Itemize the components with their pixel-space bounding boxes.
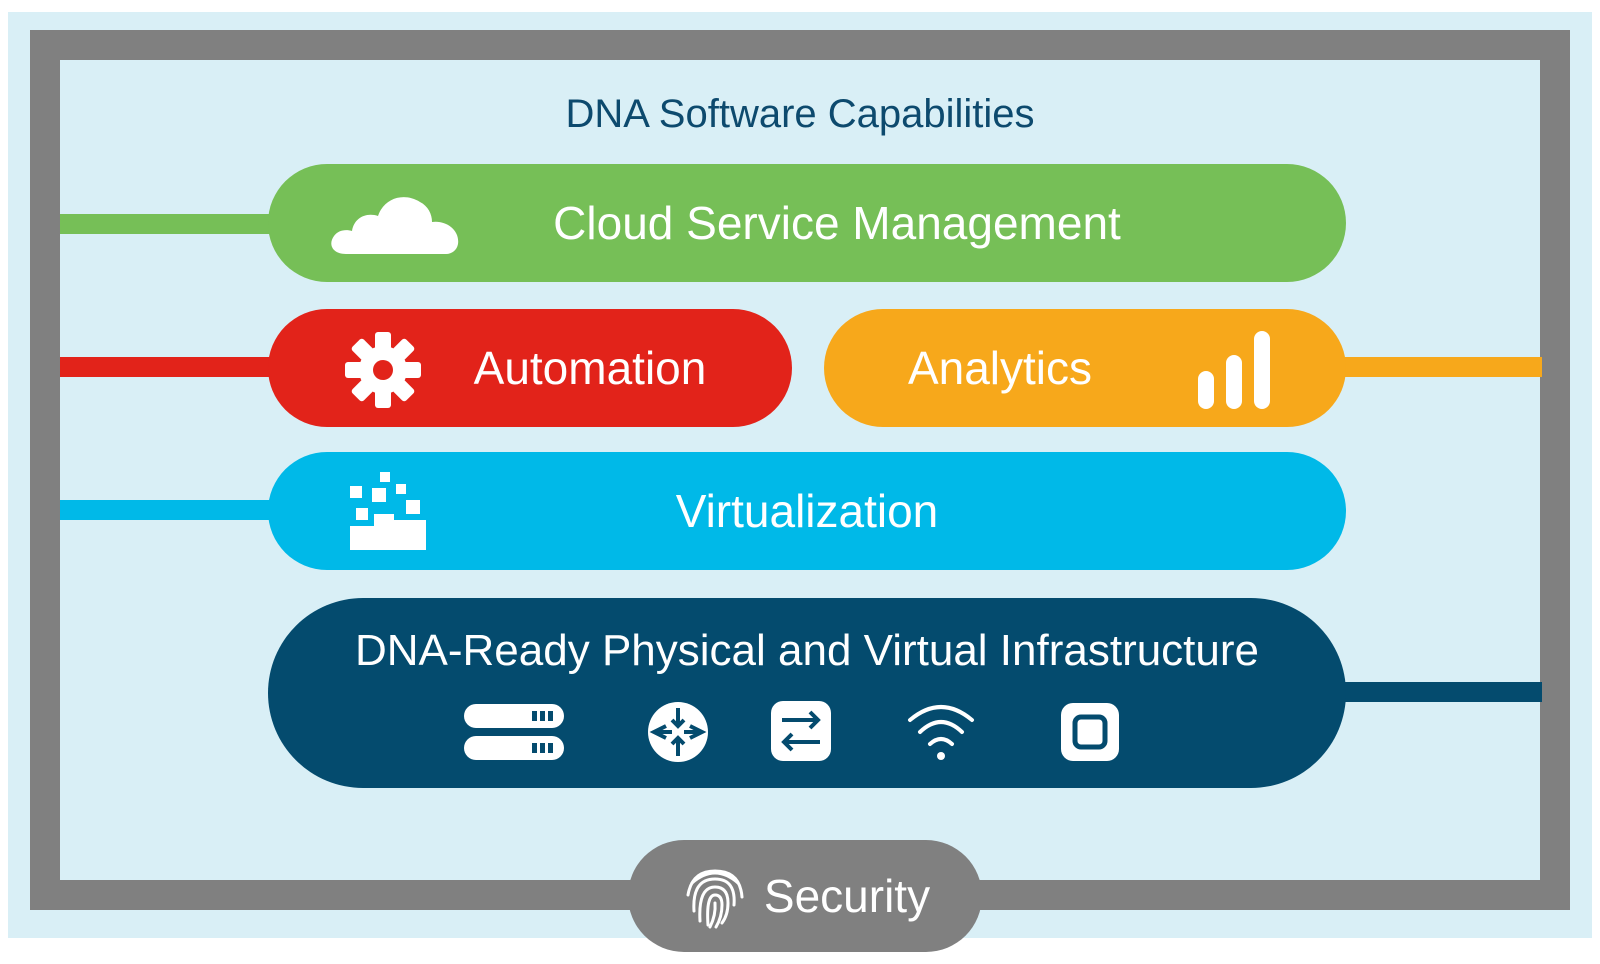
infrastructure-label: DNA-Ready Physical and Virtual Infrastru…: [354, 626, 1260, 675]
bar-chart-icon: [1194, 327, 1274, 422]
automation-connector: [60, 357, 290, 377]
cloud-service-management-label: Cloud Service Management: [553, 197, 1121, 249]
infrastructure-layer: DNA-Ready Physical and Virtual Infrastru…: [268, 598, 1346, 788]
diagram-title: DNA Software Capabilities: [565, 92, 1035, 136]
automation-label: Automation: [473, 342, 707, 394]
server-icon: [464, 702, 564, 773]
security-label: Security: [763, 870, 931, 922]
gear-icon: [344, 331, 422, 420]
cloud-icon: [328, 186, 464, 267]
automation-layer: Automation: [268, 309, 792, 427]
cloud-connector: [60, 214, 290, 234]
cloud-service-management-layer: Cloud Service Management: [268, 164, 1346, 282]
virtualization-connector: [60, 500, 290, 520]
analytics-layer: Analytics: [824, 309, 1346, 427]
switch-icon: [770, 700, 832, 773]
analytics-label: Analytics: [907, 342, 1093, 394]
virtualization-icon: [350, 472, 426, 561]
analytics-connector: [1300, 357, 1542, 377]
infrastructure-connector: [1300, 682, 1542, 702]
router-icon: [646, 700, 710, 775]
infrastructure-icons: [268, 698, 1346, 768]
appliance-icon: [1060, 702, 1120, 773]
fingerprint-icon: [680, 861, 750, 931]
virtualization-layer: Virtualization: [268, 452, 1346, 570]
security-layer: Security: [628, 840, 982, 952]
wifi-icon: [906, 702, 976, 773]
virtualization-label: Virtualization: [675, 485, 939, 537]
